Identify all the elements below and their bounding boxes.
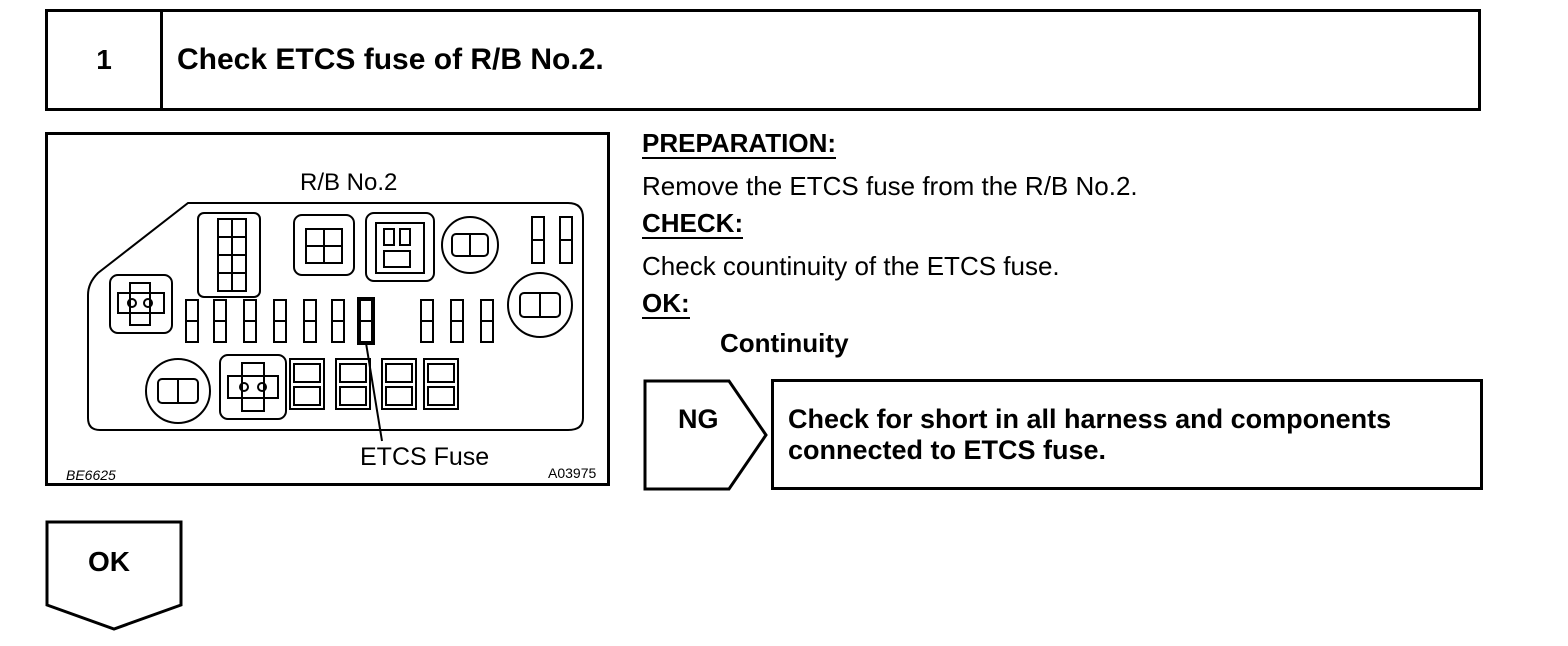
relay-connector-round-top — [441, 216, 499, 274]
relay-cross-bottom — [219, 354, 287, 420]
relay-block-diagram — [87, 202, 584, 442]
large-fuses-bottom — [289, 358, 459, 410]
relay-top-2 — [293, 214, 355, 276]
step-header: 1 Check ETCS fuse of R/B No.2. — [45, 9, 1481, 111]
figure-code-left: BE6625 — [66, 467, 116, 483]
ng-arrow-shape — [643, 379, 768, 491]
step-number: 1 — [48, 12, 163, 108]
etcs-fuse-highlight — [357, 297, 375, 345]
figure-title: R/B No.2 — [300, 169, 398, 196]
ng-label: NG — [678, 404, 719, 434]
relay-top-1 — [197, 212, 261, 298]
etcs-fuse-callout: ETCS Fuse — [360, 443, 490, 471]
figure-code-right: A03975 — [548, 465, 597, 481]
preparation-heading: PREPARATION: — [642, 128, 837, 160]
relay-block-figure: R/B No.2 ETCS Fuse BE6625 A03975 — [45, 132, 610, 486]
ok-label: OK — [88, 546, 130, 577]
relay-block-outline — [87, 202, 584, 431]
ok-result-text: Continuity — [720, 328, 849, 358]
ok-arrow-shape — [45, 520, 183, 631]
preparation-text: Remove the ETCS fuse from the R/B No.2. — [642, 171, 1138, 201]
relay-top-3 — [365, 212, 435, 282]
relay-connector-round-bottom — [145, 358, 211, 424]
relay-connector-round-right — [507, 272, 573, 338]
etcs-fuse-leader-line — [365, 342, 383, 442]
ng-action-line-2: connected to ETCS fuse. — [788, 435, 1107, 465]
small-fuses-top-right — [531, 216, 573, 264]
relay-cross-left — [109, 274, 173, 334]
check-text: Check countinuity of the ETCS fuse. — [642, 251, 1060, 281]
check-heading: CHECK: — [642, 208, 744, 240]
ng-action-box: Check for short in all harness and compo… — [771, 379, 1483, 490]
step-title: Check ETCS fuse of R/B No.2. — [177, 43, 604, 76]
ok-heading: OK: — [642, 288, 690, 320]
fuse-row — [185, 299, 494, 343]
ng-action-line-1: Check for short in all harness and compo… — [788, 404, 1392, 434]
